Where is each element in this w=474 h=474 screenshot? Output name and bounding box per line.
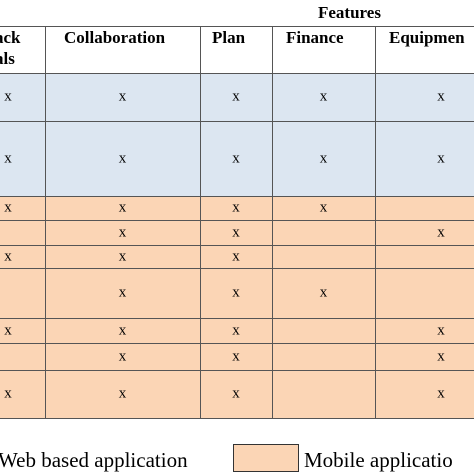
- table-cell: x: [118, 322, 127, 338]
- table-cell: x: [4, 88, 12, 105]
- table-cell: x: [319, 150, 328, 166]
- table-cell: x: [118, 385, 127, 402]
- table-cell: x: [118, 199, 127, 216]
- grid-line: [0, 245, 474, 246]
- column-header: ack als: [0, 27, 21, 69]
- column-header-line: Plan: [212, 28, 246, 47]
- table-cell: x: [232, 322, 240, 338]
- table-row: [0, 121, 474, 196]
- grid-line: [0, 418, 474, 419]
- column-header: Equipmen: [389, 27, 465, 48]
- table-cell: x: [4, 199, 12, 216]
- legend-mobile-swatch: [233, 444, 299, 472]
- table-cell: x: [4, 322, 12, 338]
- table-cell: x: [232, 150, 240, 166]
- grid-line: [0, 343, 474, 344]
- table-cell: x: [4, 385, 12, 402]
- table-cell: x: [232, 88, 240, 105]
- column-header: Plan: [212, 27, 245, 48]
- table-cell: x: [437, 224, 445, 240]
- table-row: [0, 318, 474, 343]
- table-row: [0, 220, 474, 245]
- table-cell: x: [232, 348, 240, 364]
- table-cell: x: [4, 150, 12, 166]
- table-cell: x: [118, 224, 127, 240]
- grid-line: [0, 268, 474, 269]
- table-cell: x: [232, 199, 240, 216]
- grid-line: [45, 26, 46, 418]
- legend-mobile-label: Mobile applicatio: [304, 448, 453, 472]
- column-header-line: Finance: [286, 28, 344, 47]
- table-cell: x: [118, 284, 127, 301]
- legend-web-label: Web based application: [0, 448, 188, 472]
- table-cell: x: [437, 150, 445, 166]
- table-cell: x: [232, 248, 240, 264]
- grid-line: [0, 73, 474, 74]
- table-cell: x: [319, 199, 328, 216]
- column-header-line: als: [0, 49, 15, 68]
- table-cell: x: [437, 385, 445, 402]
- table-cell: x: [437, 348, 445, 364]
- table-row: [0, 245, 474, 268]
- column-header-line: Collaboration: [64, 28, 166, 47]
- table-row: [0, 370, 474, 418]
- table-cell: x: [437, 88, 445, 105]
- grid-line: [375, 26, 376, 418]
- table-cell: x: [437, 322, 445, 338]
- legend: Web based application Mobile applicatio: [0, 440, 474, 474]
- column-header-line: ack: [0, 28, 21, 47]
- table-row: [0, 343, 474, 370]
- table-cell: x: [118, 248, 127, 264]
- table-cell: x: [232, 284, 240, 301]
- grid-line: [0, 318, 474, 319]
- grid-line: [0, 121, 474, 122]
- table-row: [0, 73, 474, 121]
- grid-line: [0, 196, 474, 197]
- table-cell: x: [319, 284, 328, 301]
- table-row: [0, 268, 474, 318]
- grid-line: [200, 26, 201, 418]
- table-cell: x: [232, 224, 240, 240]
- table-cell: x: [232, 385, 240, 402]
- table-cell: x: [118, 348, 127, 364]
- table-row: [0, 196, 474, 220]
- grid-line: [272, 26, 273, 418]
- table-cell: x: [118, 88, 127, 105]
- table-cell: x: [319, 88, 328, 105]
- grid-line: [0, 370, 474, 371]
- table-cell: x: [118, 150, 127, 166]
- features-group-header: Features: [318, 3, 381, 22]
- grid-line: [0, 26, 474, 27]
- column-header: Collaboration: [64, 27, 165, 48]
- table-cell: x: [4, 248, 12, 264]
- column-header-line: Equipmen: [389, 28, 465, 47]
- column-header: Finance: [286, 27, 344, 48]
- grid-line: [0, 220, 474, 221]
